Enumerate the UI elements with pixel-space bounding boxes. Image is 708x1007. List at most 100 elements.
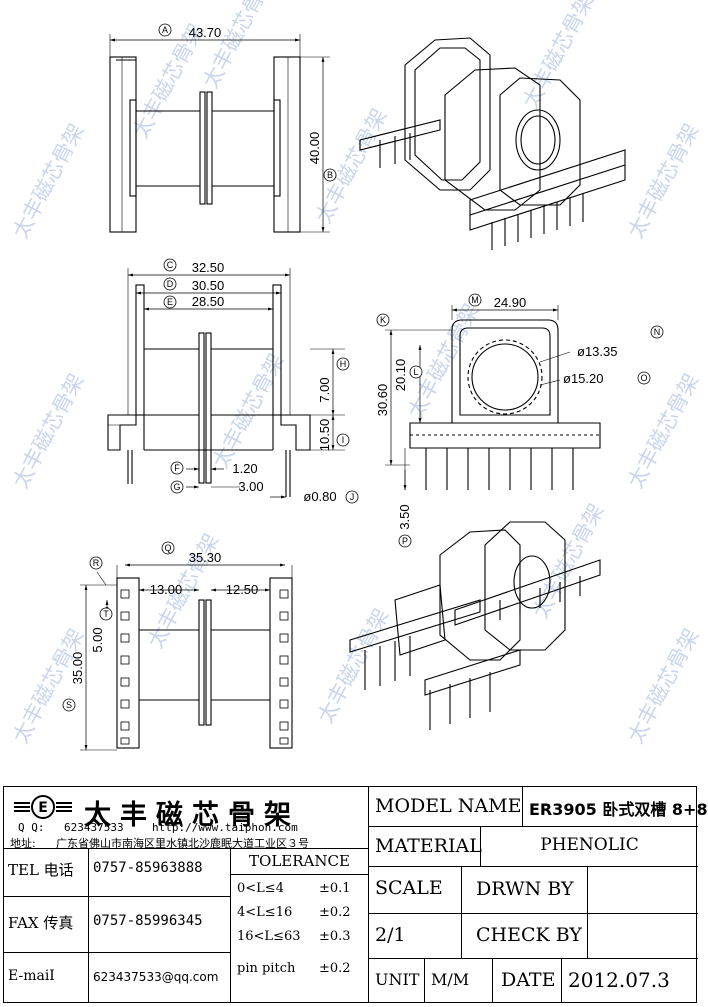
date-label: DATE <box>501 969 556 991</box>
dim-value: 30.50 <box>192 278 225 293</box>
dim-letter: F <box>174 463 180 473</box>
fax-number: 0757-85996345 <box>93 913 203 929</box>
dim-letter: D <box>167 279 174 289</box>
tel-number: 0757-85963888 <box>93 860 203 876</box>
dim-value: 10.50 <box>317 419 332 452</box>
watermark-text: 太丰磁芯骨架 <box>403 300 483 423</box>
view-iso-bottom <box>349 521 601 730</box>
dim-value: 24.90 <box>494 295 527 310</box>
watermark-text: 太丰磁芯骨架 <box>623 120 703 243</box>
tolerance-range: 0<L≤4 <box>237 881 284 896</box>
dim-value: 32.50 <box>192 260 225 275</box>
watermark-text: 太丰磁芯骨架 <box>623 370 703 493</box>
dim-letter: L <box>413 367 418 377</box>
dim-value: 35.00 <box>70 652 85 685</box>
dim-value: 40.00 <box>307 132 322 165</box>
view-bottom <box>80 563 293 751</box>
material-value-cell: PHENOLIC <box>481 827 698 867</box>
view-end <box>385 305 601 490</box>
dim-letter: O <box>640 373 647 383</box>
svg-text:E: E <box>38 800 48 816</box>
dim-letter: I <box>342 435 345 445</box>
tel-label-cell: TEL 电话 <box>4 849 89 897</box>
watermark-text: 太丰磁芯骨架 <box>313 605 393 728</box>
email-value-cell: 623437533@qq.com <box>89 953 231 1002</box>
check-by-value-cell[interactable] <box>587 914 698 959</box>
company-name: 太丰磁芯骨架 <box>84 800 300 831</box>
date-value: 2012.07.3 <box>568 968 670 992</box>
dim-value: 13.00 <box>150 582 183 597</box>
dim-letter: C <box>167 260 174 270</box>
dim-value: 28.50 <box>192 294 225 309</box>
unit-value: M/M <box>431 970 470 989</box>
unit-label-cell: UNIT <box>369 959 425 1002</box>
watermark-text: 太丰磁芯骨架 <box>198 0 278 92</box>
model-name-label: MODEL NAME <box>375 795 522 817</box>
dim-value: 5.00 <box>90 627 105 652</box>
dim-letter: M <box>471 295 479 305</box>
dim-letter: N <box>654 327 661 337</box>
drawn-by-label: DRWN BY <box>476 878 574 900</box>
fax-label-cell: FAX 传真 <box>4 897 89 953</box>
material: PHENOLIC <box>540 835 639 855</box>
drawn-by-value-cell[interactable] <box>587 867 698 914</box>
dim-letter: H <box>340 359 347 369</box>
dim-letter: J <box>350 492 355 502</box>
view-top-front <box>109 34 330 233</box>
dim-letter: P <box>402 536 408 546</box>
dim-value: 43.70 <box>189 25 222 40</box>
scale-value: 2/1 <box>375 924 406 946</box>
dim-letter: S <box>66 700 72 710</box>
material-label: MATERIAL <box>375 835 482 857</box>
tolerance-table: 0<L≤4 ±0.1 4<L≤16 ±0.2 16<L≤63 ±0.3 pin … <box>231 875 369 1002</box>
date-value-cell: 2012.07.3 <box>562 959 698 1002</box>
dim-value: ø13.35 <box>577 344 617 359</box>
watermark-text: 太丰磁芯骨架 <box>518 0 598 112</box>
model-name-label-cell: MODEL NAME <box>369 787 523 827</box>
tolerance-value: ±0.2 <box>319 905 351 920</box>
qq-number: 623437533 <box>64 821 124 834</box>
dim-value: 1.20 <box>232 461 257 476</box>
tel-value-cell: 0757-85963888 <box>89 849 231 897</box>
dimension-labels: A 43.70 B 40.00 C 32.50 D 30.50 E 28.50 … <box>62 23 664 712</box>
email-label: E-maiI <box>8 968 55 984</box>
email-label-cell: E-maiI <box>4 953 89 1002</box>
dim-value: 12.50 <box>226 582 259 597</box>
scale-label: SCALE <box>375 877 443 899</box>
dim-value: ø15.20 <box>563 371 603 386</box>
model-name: ER3905 卧式双槽 8+8 <box>529 800 708 819</box>
tel-label: TEL 电话 <box>8 861 74 879</box>
check-by-label: CHECK BY <box>476 924 582 946</box>
dim-value: 3.50 <box>397 504 412 529</box>
drawn-by-label-cell: DRWN BY <box>462 867 587 914</box>
dim-value: 30.60 <box>375 384 390 417</box>
company-panel: E 太丰磁芯骨架 Q Q: 623437533 http://www.taiph… <box>4 787 369 850</box>
check-by-label-cell: CHECK BY <box>462 914 587 959</box>
dim-value: 20.10 <box>393 359 408 392</box>
watermark-text: 太丰磁芯骨架 <box>8 370 88 493</box>
scale-value-cell: 2/1 <box>369 914 462 959</box>
watermark-text: 太丰磁芯骨架 <box>623 625 703 748</box>
dim-letter: Q <box>164 543 171 553</box>
material-label-cell: MATERIAL <box>369 827 482 867</box>
dim-value: ø0.80 <box>303 489 336 504</box>
date-label-cell: DATE <box>493 959 562 1002</box>
title-block: E 太丰磁芯骨架 Q Q: 623437533 http://www.taiph… <box>3 786 708 1003</box>
tolerance-range: 16<L≤63 <box>237 929 301 944</box>
view-iso-top <box>359 37 626 250</box>
dim-letter: T <box>103 609 109 619</box>
dim-letter: G <box>173 482 180 492</box>
address-label: 地址: <box>10 837 36 850</box>
email-address: 623437533@qq.com <box>93 970 219 984</box>
model-name-value-cell: ER3905 卧式双槽 8+8 <box>523 787 708 827</box>
dim-letter: E <box>167 297 173 307</box>
dim-letter: R <box>93 558 100 568</box>
tolerance-value: ±0.3 <box>319 929 351 944</box>
dim-letter: B <box>327 170 333 180</box>
dim-value: 3.00 <box>238 479 263 494</box>
company-logo: E <box>14 795 72 819</box>
tolerance-label: TOLERANCE <box>249 852 350 870</box>
dim-letter: A <box>162 25 168 35</box>
scale-label-cell: SCALE <box>369 867 462 914</box>
view-side <box>107 268 345 499</box>
